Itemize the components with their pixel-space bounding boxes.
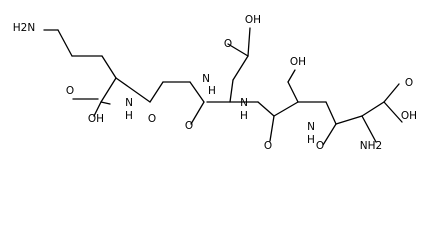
- bonds: [43, 27, 403, 146]
- hydrogen-label: H: [125, 110, 133, 122]
- peptide-structure: H2N OH O N H O N H OH O O N H OH O N H O…: [13, 14, 417, 152]
- h2n-label: H2N: [13, 22, 35, 34]
- hydrogen-label: H: [240, 110, 248, 122]
- atom-labels: H2N OH O N H O N H OH O O N H OH O N H O…: [13, 14, 417, 152]
- nh2-label: NH2: [360, 140, 382, 152]
- nitrogen-label: N: [202, 73, 210, 85]
- hydroxyl-label: OH: [401, 110, 417, 122]
- hydrogen-label: H: [307, 134, 315, 146]
- oxygen-label: O: [316, 140, 324, 152]
- oxygen-label: O: [224, 38, 232, 50]
- hydroxyl-label: OH: [245, 14, 261, 26]
- hydrogen-label: H: [208, 85, 216, 97]
- oxygen-label: O: [264, 140, 272, 152]
- oxygen-label: O: [66, 85, 74, 97]
- oxygen-label: O: [148, 113, 156, 125]
- oxygen-label: O: [185, 120, 193, 132]
- hydroxyl-label: OH: [290, 56, 306, 68]
- nitrogen-label: N: [125, 97, 133, 109]
- nitrogen-label: N: [240, 97, 248, 109]
- hydroxyl-label: OH: [88, 113, 104, 125]
- oxygen-label: O: [405, 77, 413, 89]
- nitrogen-label: N: [307, 121, 315, 133]
